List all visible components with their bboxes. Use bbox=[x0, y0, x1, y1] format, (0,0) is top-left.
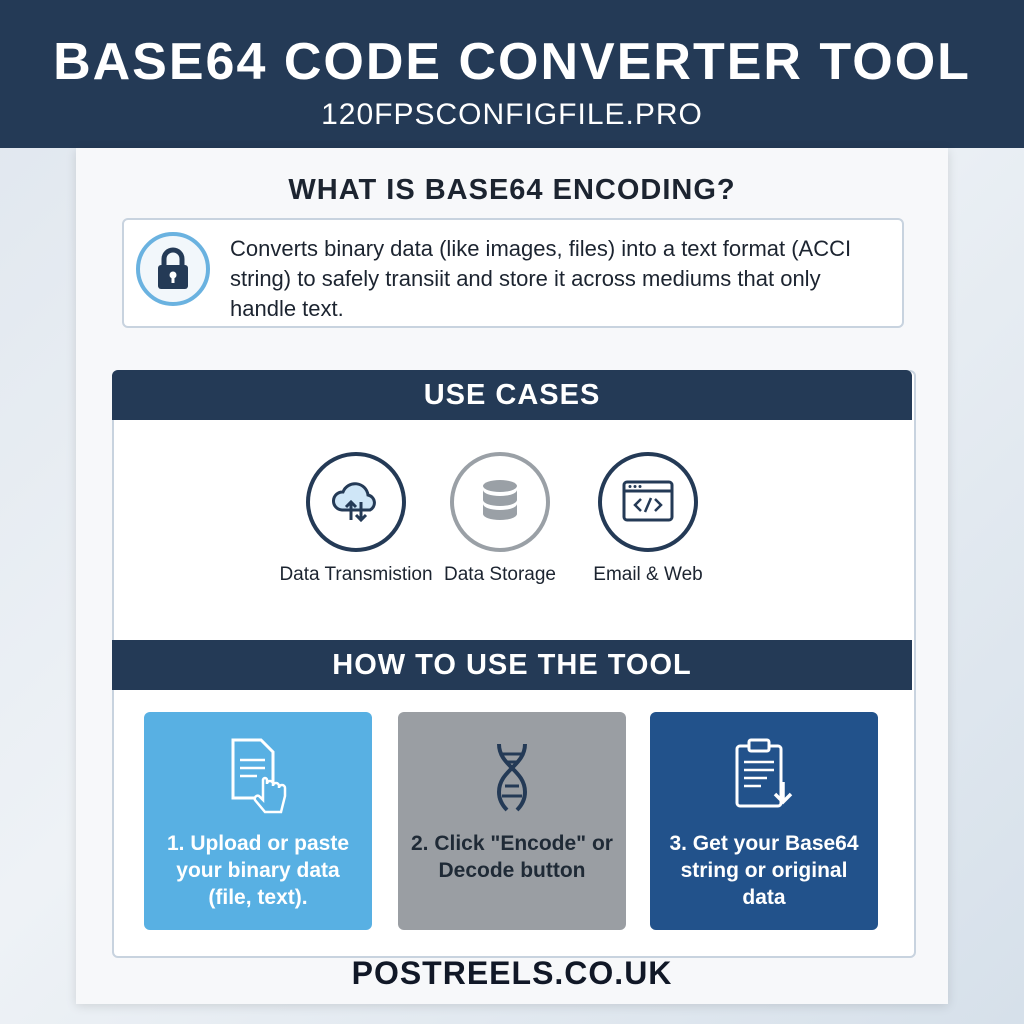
what-is-box: Converts binary data (like images, files… bbox=[122, 218, 904, 328]
use-case-label: Email & Web bbox=[593, 564, 703, 585]
use-case-label: Data Storage bbox=[444, 564, 556, 585]
footer-site: POSTREELS.CO.UK bbox=[351, 955, 673, 991]
step-card-result: 3. Get your Base64 string or original da… bbox=[650, 712, 878, 930]
header-banner: BASE64 CODE CONVERTER TOOL 120FPSCONFIGF… bbox=[0, 0, 1024, 148]
step-text: 3. Get your Base64 string or original da… bbox=[669, 832, 859, 909]
lock-icon bbox=[136, 232, 210, 306]
cloud-sync-icon bbox=[306, 452, 406, 552]
use-case-data-storage: Data Storage bbox=[410, 452, 590, 586]
what-is-description: Converts binary data (like images, files… bbox=[230, 236, 852, 321]
step-card-upload: 1. Upload or paste your binary data (fil… bbox=[144, 712, 372, 930]
browser-code-icon bbox=[598, 452, 698, 552]
step-text: 2. Click "Encode" or Decode button bbox=[411, 832, 613, 882]
use-case-label: Data Transmistion bbox=[279, 564, 433, 585]
use-case-data-transmission: Data Transmistion bbox=[266, 452, 446, 586]
document-tap-icon bbox=[231, 738, 287, 814]
clipboard-download-icon bbox=[735, 738, 793, 808]
step-card-encode: 2. Click "Encode" or Decode button bbox=[398, 712, 626, 930]
database-icon bbox=[450, 452, 550, 552]
use-cases-heading: USE CASES bbox=[112, 370, 912, 420]
step-text: 1. Upload or paste your binary data (fil… bbox=[166, 832, 350, 909]
use-case-email-web: Email & Web bbox=[558, 452, 738, 586]
what-is-heading: WHAT IS BASE64 ENCODING? bbox=[288, 174, 736, 206]
how-to-heading: HOW TO USE THE TOOL bbox=[112, 640, 912, 690]
page-title: BASE64 CODE CONVERTER TOOL bbox=[53, 33, 971, 91]
dna-icon bbox=[496, 743, 528, 812]
main-card: WHAT IS BASE64 ENCODING? Converts binary… bbox=[76, 148, 948, 1004]
page-subtitle: 120FPSCONFIGFILE.PRO bbox=[321, 98, 703, 131]
